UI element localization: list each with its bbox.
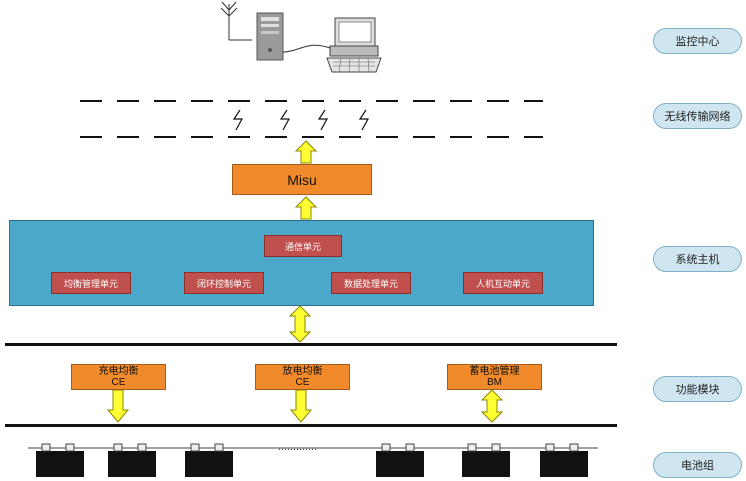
layer-label-wireless: 无线传输网络 — [653, 103, 742, 129]
system-host-box: 通信单元 均衡管理单元 闭环控制单元 数据处理单元 人机互动单元 — [9, 220, 594, 306]
battery-icons — [36, 443, 588, 477]
module-title: 蓄电池管理 — [469, 366, 520, 377]
battery-icon — [540, 443, 588, 477]
unit-human-machine: 人机互动单元 — [463, 272, 543, 294]
module-title: 放电均衡 — [282, 366, 323, 377]
arrow-host-to-misu — [294, 196, 318, 220]
battery-icon — [462, 443, 510, 477]
lower-bus-line — [5, 424, 617, 427]
layer-label-host: 系统主机 — [653, 246, 742, 272]
battery-icon — [36, 443, 84, 477]
unit-data-processing: 数据处理单元 — [331, 272, 411, 294]
battery-icon — [376, 443, 424, 477]
cable-line — [282, 44, 331, 53]
battery-ellipsis: …………. — [278, 443, 317, 453]
server-icon — [256, 12, 284, 61]
battery-icon — [108, 443, 156, 477]
arrow-ce-discharge-down — [289, 389, 313, 423]
unit-closed-loop-control: 闭环控制单元 — [184, 272, 264, 294]
unit-balance-management: 均衡管理单元 — [51, 272, 131, 294]
module-battery-management: 蓄电池管理 BM — [447, 364, 542, 390]
battery-icon — [185, 443, 233, 477]
arrow-host-bus-bidirectional — [288, 305, 312, 343]
arrow-bm-bidirectional — [480, 389, 504, 423]
module-code: CE — [111, 377, 126, 388]
antenna-icon — [220, 1, 252, 41]
module-title: 充电均衡 — [98, 366, 139, 377]
unit-communication: 通信单元 — [264, 235, 342, 257]
upper-bus-line — [5, 343, 617, 346]
module-code: BM — [487, 377, 502, 388]
wireless-dashes — [80, 100, 543, 138]
workstation-icon — [326, 17, 382, 73]
misu-box: Misu — [232, 164, 372, 195]
arrow-ce-charge-down — [106, 389, 130, 423]
module-code: CE — [295, 377, 310, 388]
module-charge-balance: 充电均衡 CE — [71, 364, 166, 390]
lightning-icons — [232, 109, 370, 131]
layer-label-function: 功能模块 — [653, 376, 742, 402]
layer-label-monitor: 监控中心 — [653, 28, 742, 54]
layer-label-battery: 电池组 — [653, 452, 742, 478]
module-discharge-balance: 放电均衡 CE — [255, 364, 350, 390]
arrow-misu-to-network — [294, 140, 318, 164]
